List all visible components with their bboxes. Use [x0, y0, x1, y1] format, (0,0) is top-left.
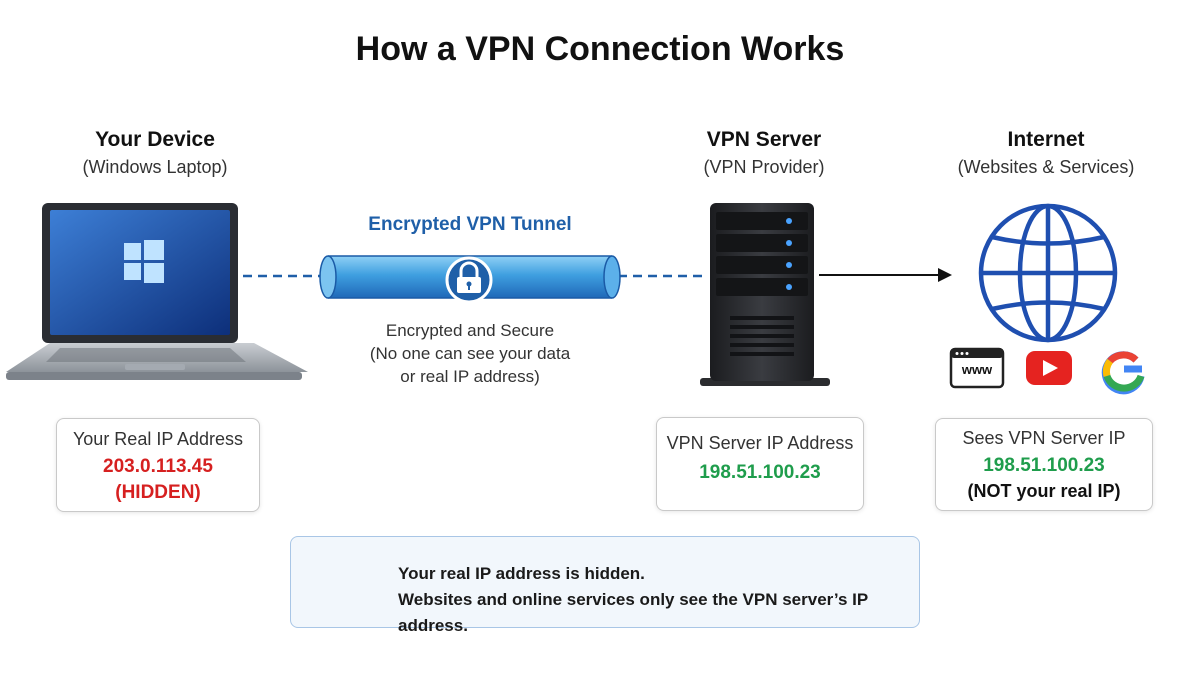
- banner-line2: Websites and online services only see th…: [398, 590, 868, 635]
- google-icon: [1101, 351, 1145, 395]
- server-ip-box: VPN Server IP Address 198.51.100.23: [656, 417, 864, 511]
- tunnel-note-line3: or real IP address): [400, 367, 540, 386]
- server-icon: [700, 203, 830, 386]
- youtube-icon: [1026, 351, 1072, 385]
- arrow-right-icon: [819, 268, 952, 282]
- globe-icon: [978, 203, 1118, 343]
- lock-icon: [445, 256, 493, 304]
- server-ip-value: 198.51.100.23: [699, 462, 821, 483]
- page-title: How a VPN Connection Works: [355, 30, 845, 68]
- internet-subheading: (Websites & Services): [957, 157, 1135, 177]
- tunnel-note-line1: Encrypted and Secure: [385, 321, 555, 340]
- banner-text: Your real IP address is hidden. Websites…: [398, 561, 919, 639]
- device-heading: Your Device: [95, 128, 215, 151]
- seen-ip-box: Sees VPN Server IP 198.51.100.23 (NOT yo…: [935, 418, 1153, 511]
- server-ip-label: VPN Server IP Address: [666, 433, 854, 453]
- windows-logo-icon: [124, 240, 164, 283]
- seen-ip-value: 198.51.100.23: [983, 455, 1105, 476]
- tunnel-label: Encrypted VPN Tunnel: [368, 214, 572, 235]
- seen-ip-label: Sees VPN Server IP: [962, 428, 1126, 448]
- seen-ip-note: (NOT your real IP): [967, 481, 1121, 501]
- device-subheading: (Windows Laptop): [82, 157, 228, 177]
- laptop-icon: [6, 203, 308, 380]
- internet-heading: Internet: [1007, 128, 1085, 151]
- privacy-banner: Your real IP address is hidden. Websites…: [290, 536, 920, 635]
- tunnel-note-line2: (No one can see your data: [369, 344, 571, 363]
- banner-line1: Your real IP address is hidden.: [398, 564, 645, 583]
- tunnel-note: Encrypted and Secure (No one can see you…: [330, 319, 610, 388]
- real-ip-box: Your Real IP Address 203.0.113.45 (HIDDE…: [56, 418, 260, 512]
- real-ip-value: 203.0.113.45: [103, 456, 213, 477]
- server-subheading: (VPN Provider): [703, 157, 825, 177]
- web-browser-text: www: [961, 362, 993, 377]
- web-browser-icon: [949, 347, 1005, 389]
- real-ip-label: Your Real IP Address: [72, 429, 244, 449]
- server-heading: VPN Server: [706, 128, 822, 151]
- real-ip-status: (HIDDEN): [115, 482, 201, 503]
